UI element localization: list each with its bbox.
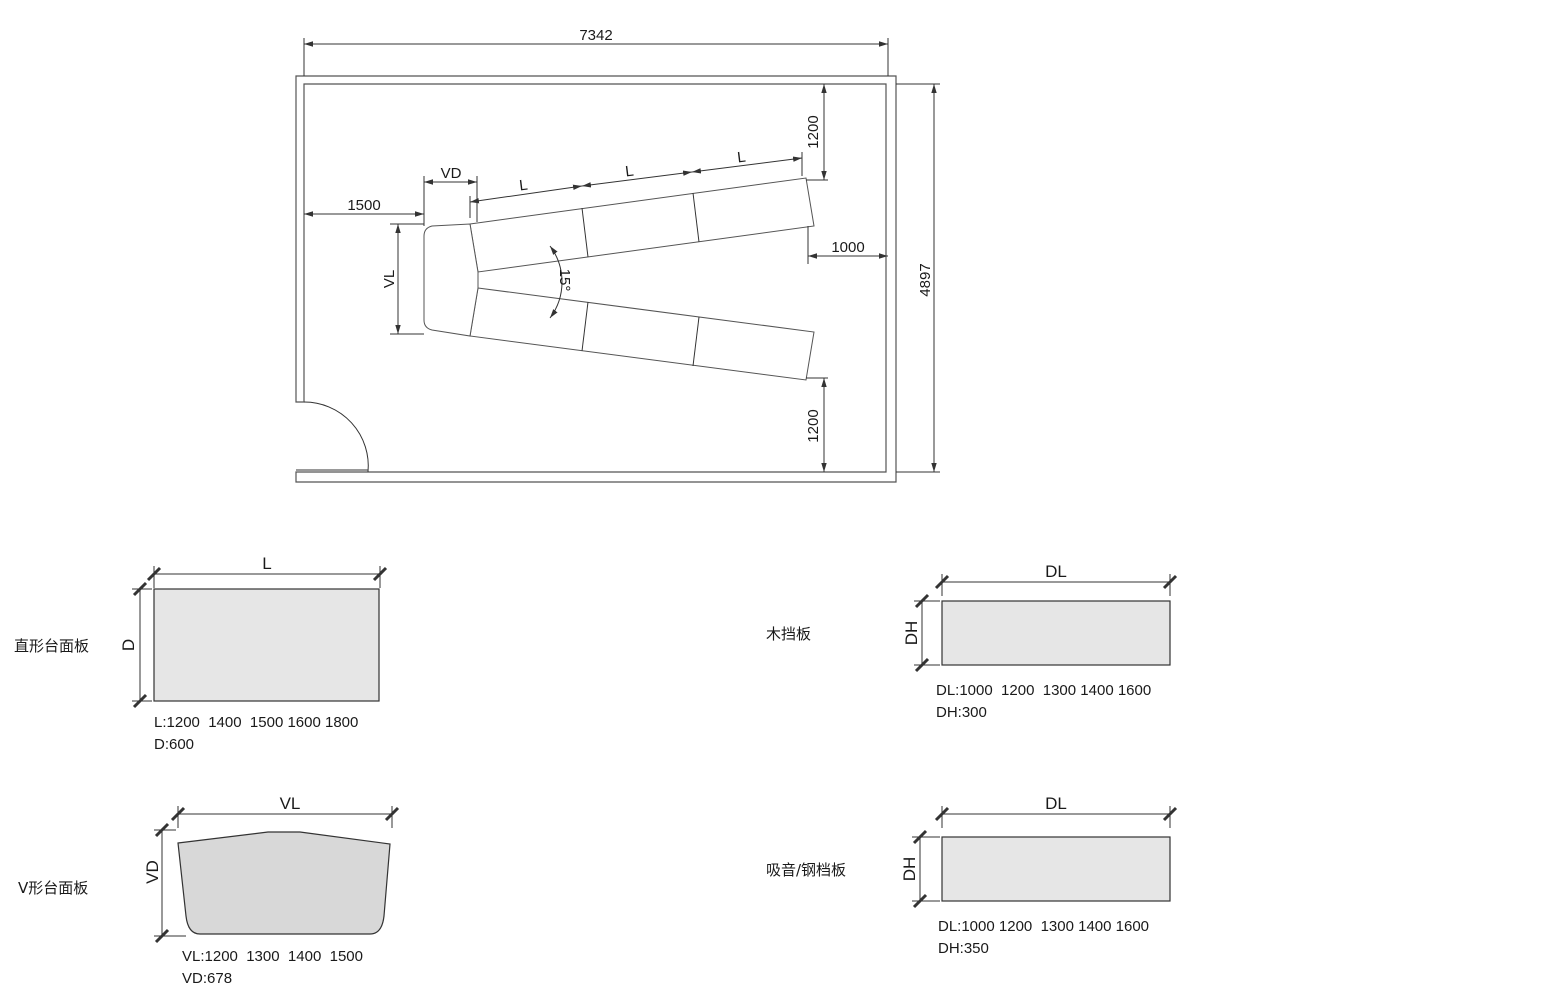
v-len-label: VL bbox=[280, 794, 301, 813]
straight-panel-name: 直形台面板 bbox=[14, 637, 89, 655]
wood-panel-shape bbox=[941, 600, 1171, 666]
angle-label: 15° bbox=[556, 269, 573, 292]
steel-panel-shape bbox=[941, 836, 1171, 902]
room-width-label: 7342 bbox=[579, 27, 612, 44]
dim-l-chain: L L L bbox=[469, 149, 803, 218]
straight-depth-label: D bbox=[119, 639, 138, 651]
gap-right-label: 1000 bbox=[831, 239, 864, 256]
gap-top-label: 1200 bbox=[805, 115, 822, 148]
room-walls bbox=[295, 75, 897, 483]
straight-spec-2: D:600 bbox=[154, 736, 194, 753]
straight-panel-shape bbox=[153, 588, 380, 702]
steel-depth-label: DH bbox=[900, 857, 919, 882]
v-panel-detail: V形台面板 VL VD VL:1200 1300 1400 1500 VD:67… bbox=[18, 794, 400, 987]
gap-bottom-label: 1200 bbox=[805, 409, 822, 442]
dim-gap-top: 1200 bbox=[805, 84, 828, 181]
desk-arm-lower bbox=[469, 287, 815, 381]
dim-room-height: 4897 bbox=[896, 83, 940, 473]
straight-len-label: L bbox=[262, 554, 271, 573]
floor-plan: 15° 7342 4897 1500 VD bbox=[295, 27, 940, 483]
steel-spec-2: DH:350 bbox=[938, 940, 989, 957]
v-spec-1: VL:1200 1300 1400 1500 bbox=[182, 948, 363, 965]
v-spec-2: VD:678 bbox=[182, 970, 232, 987]
v-panel-shape bbox=[177, 831, 391, 935]
steel-len-label: DL bbox=[1045, 794, 1067, 813]
l-label-3: L bbox=[736, 149, 746, 167]
wood-depth-label: DH bbox=[902, 621, 921, 646]
door bbox=[296, 401, 369, 473]
wood-spec-2: DH:300 bbox=[936, 704, 987, 721]
desk-v-piece bbox=[423, 223, 479, 337]
straight-spec-1: L:1200 1400 1500 1600 1800 bbox=[154, 714, 358, 731]
dim-gap-right: 1000 bbox=[807, 226, 888, 264]
vd-label: VD bbox=[441, 165, 462, 182]
dim-gap-bottom: 1200 bbox=[805, 377, 828, 472]
vl-label: VL bbox=[381, 270, 398, 288]
angle-annotation: 15° bbox=[549, 245, 573, 319]
room-height-label: 4897 bbox=[917, 263, 934, 296]
l-label-2: L bbox=[624, 163, 634, 181]
straight-panel-detail: 直形台面板 L D L:1200 1400 1500 1600 1800 D:6… bbox=[14, 554, 388, 753]
steel-spec-1: DL:1000 1200 1300 1400 1600 bbox=[938, 918, 1149, 935]
dim-gap-left: 1500 bbox=[304, 197, 425, 226]
wood-len-label: DL bbox=[1045, 562, 1067, 581]
dim-vd: VD bbox=[423, 165, 478, 222]
wood-panel-name: 木挡板 bbox=[766, 625, 811, 643]
v-depth-label: VD bbox=[143, 860, 162, 884]
wood-spec-1: DL:1000 1200 1300 1400 1600 bbox=[936, 682, 1151, 699]
steel-panel-detail: 吸音/钢档板 DL DH DL:1000 1200 1300 1400 1600… bbox=[766, 794, 1178, 957]
l-label-1: L bbox=[518, 177, 528, 195]
v-panel-name: V形台面板 bbox=[18, 879, 88, 897]
steel-panel-name: 吸音/钢档板 bbox=[766, 861, 846, 879]
wood-panel-detail: 木挡板 DL DH DL:1000 1200 1300 1400 1600 DH… bbox=[766, 562, 1178, 721]
dim-vl: VL bbox=[381, 223, 424, 335]
dim-room-width: 7342 bbox=[303, 27, 889, 76]
gap-left-label: 1500 bbox=[347, 197, 380, 214]
